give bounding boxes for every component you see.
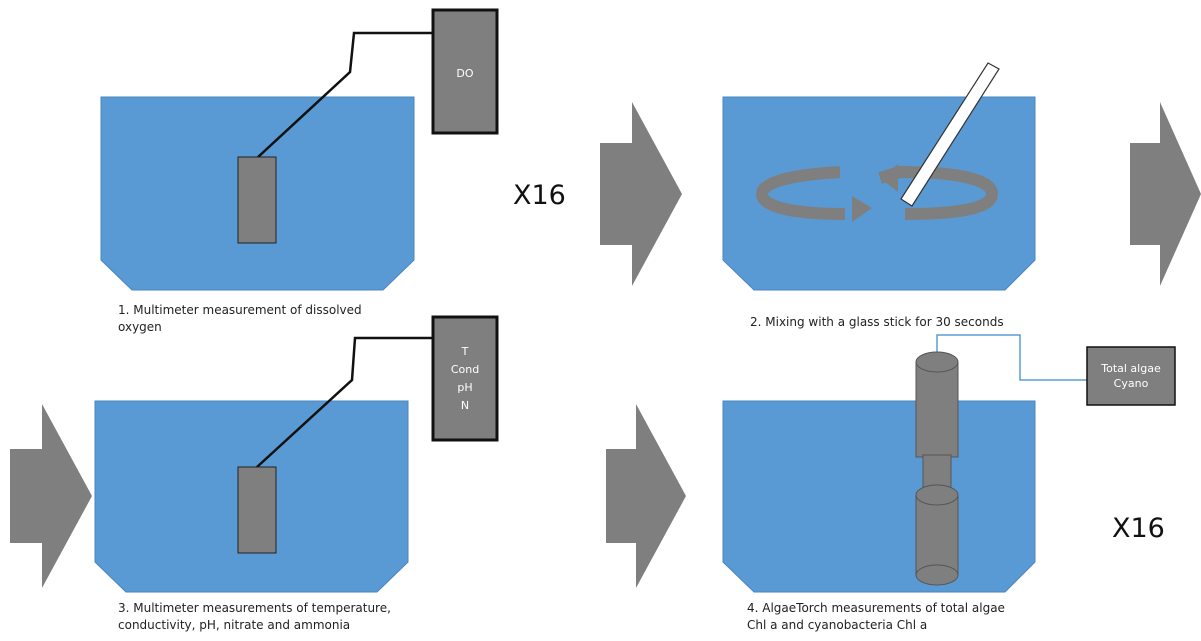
meter-1-label-0: DO <box>456 67 473 80</box>
flow-arrow-1 <box>600 102 682 286</box>
sensor-label-1: Cyano <box>1114 377 1149 390</box>
step-4-caption: 4. AlgaeTorch measurements of total alga… <box>747 601 1005 632</box>
mixing-arrow-back <box>878 165 999 220</box>
flow-arrow-3 <box>10 404 92 588</box>
mixing-arrowhead-top <box>880 164 898 192</box>
meter-readout-1: DO <box>456 67 473 80</box>
meter-3-label-0: T <box>461 345 469 358</box>
step-2-caption: 2. Mixing with a glass stick for 30 seco… <box>750 315 1004 329</box>
water-tank-2 <box>722 96 1036 291</box>
meter-box-3 <box>431 315 499 442</box>
step-3-caption: 3. Multimeter measurements of temperatur… <box>118 601 391 632</box>
meter-probe-1 <box>237 156 277 244</box>
step-1-caption: 1. Multimeter measurement of dissolved o… <box>118 303 362 334</box>
sensor-link-line <box>936 334 1087 381</box>
meter-readout-3: T Cond pH N <box>451 345 479 412</box>
glass-stick <box>900 62 1000 207</box>
water-tank-4 <box>722 400 1036 593</box>
mixing-arrow-front <box>755 166 846 220</box>
flow-arrow-4 <box>606 404 686 588</box>
mixing-arrowhead-bottom <box>852 196 872 222</box>
probe-cable-1 <box>256 31 434 159</box>
sensor-label-0: Total algae <box>1100 362 1161 375</box>
algaetorch-device <box>915 351 959 586</box>
flow-arrow-2 <box>1130 102 1201 286</box>
meter-box-1 <box>431 8 499 135</box>
meter-3-label-3: N <box>461 399 469 412</box>
meter-3-label-2: pH <box>457 381 472 394</box>
repeat-label-2: X16 <box>1112 513 1165 544</box>
meter-probe-3 <box>237 466 277 554</box>
meter-3-label-1: Cond <box>451 363 479 376</box>
sensor-box <box>1086 346 1176 406</box>
probe-cable-3 <box>256 336 434 468</box>
repeat-label-1: X16 <box>513 180 566 211</box>
